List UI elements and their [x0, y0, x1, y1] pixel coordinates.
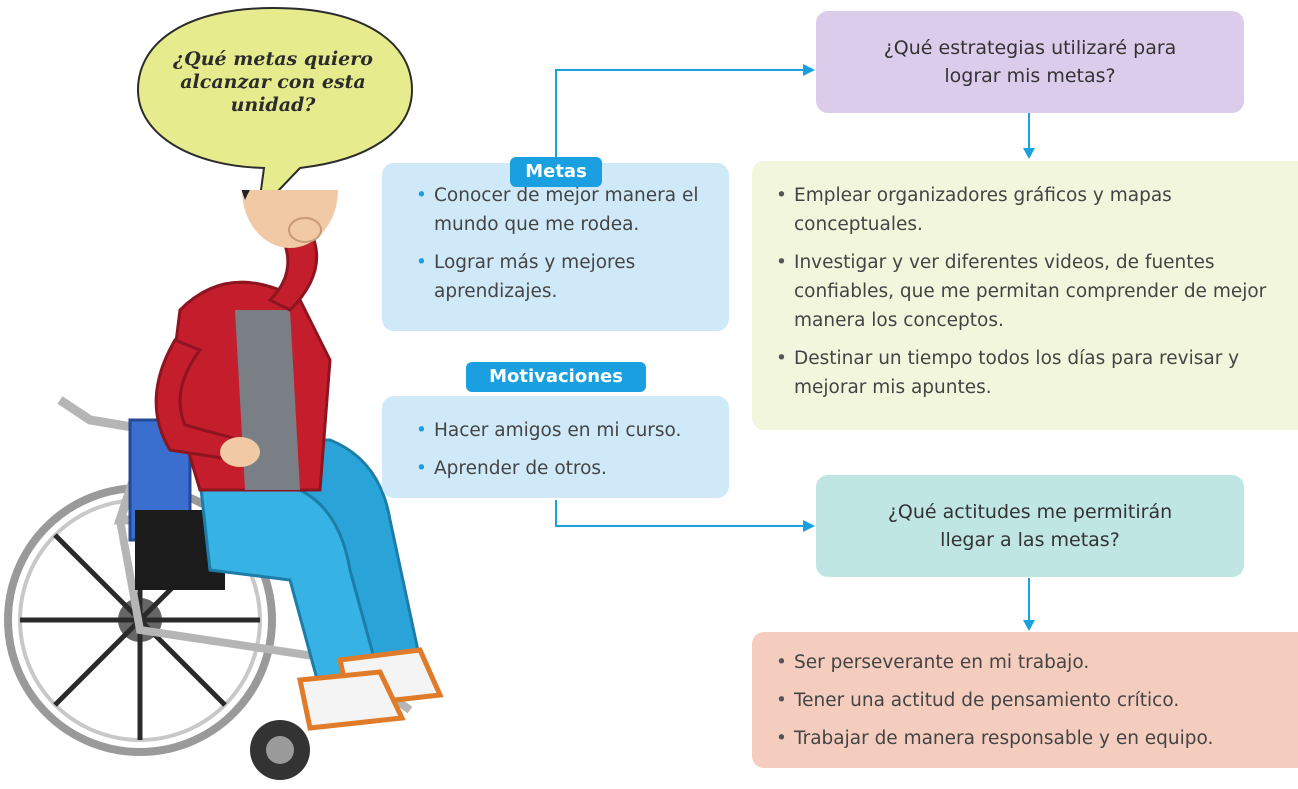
speech-bubble-text: ¿Qué metas quiero alcanzar con esta unid… — [173, 48, 373, 116]
list-item: Investigar y ver diferentes videos, de f… — [772, 248, 1282, 335]
metas-label: Metas — [510, 157, 602, 187]
list-item: Emplear organizadores gráficos y mapas c… — [772, 181, 1282, 239]
arrowhead — [1023, 620, 1035, 631]
list-item: Conocer de mejor manera el mundo que me … — [412, 181, 715, 239]
metas-box: Conocer de mejor manera el mundo que me … — [382, 163, 729, 331]
estrategias-question: ¿Qué estrategias utilizaré para lograr m… — [816, 11, 1244, 113]
arrowhead — [803, 64, 815, 76]
actitudes-box: Ser perseverante en mi trabajo. Tener un… — [752, 632, 1298, 768]
actitudes-list: Ser perseverante en mi trabajo. Tener un… — [772, 648, 1282, 753]
estrategias-box: Emplear organizadores gráficos y mapas c… — [752, 161, 1298, 430]
motivaciones-list: Hacer amigos en mi curso. Aprender de ot… — [412, 416, 715, 483]
arrow-metas-to-estrategias — [555, 69, 806, 160]
arrowhead — [803, 520, 815, 532]
arrow-motivaciones-to-actitudes — [555, 500, 806, 527]
wheelchair — [4, 396, 413, 780]
list-item: Tener una actitud de pensamiento crítico… — [772, 686, 1282, 715]
list-item: Trabajar de manera responsable y en equi… — [772, 724, 1282, 753]
estrategias-list: Emplear organizadores gráficos y mapas c… — [772, 181, 1282, 402]
arrowhead — [1023, 148, 1035, 159]
actitudes-question: ¿Qué actitudes me permitirán llegar a la… — [816, 475, 1244, 577]
metas-list: Conocer de mejor manera el mundo que me … — [412, 181, 715, 306]
list-item: Aprender de otros. — [412, 454, 715, 483]
list-item: Ser perseverante en mi trabajo. — [772, 648, 1282, 677]
list-item: Hacer amigos en mi curso. — [412, 416, 715, 445]
boy-in-wheelchair-illustration — [4, 190, 444, 780]
boy-figure — [154, 190, 444, 731]
motivaciones-label: Motivaciones — [466, 362, 646, 392]
list-item: Lograr más y mejores aprendizajes. — [412, 248, 715, 306]
motivaciones-box: Hacer amigos en mi curso. Aprender de ot… — [382, 396, 729, 498]
list-item: Destinar un tiempo todos los días para r… — [772, 344, 1282, 402]
